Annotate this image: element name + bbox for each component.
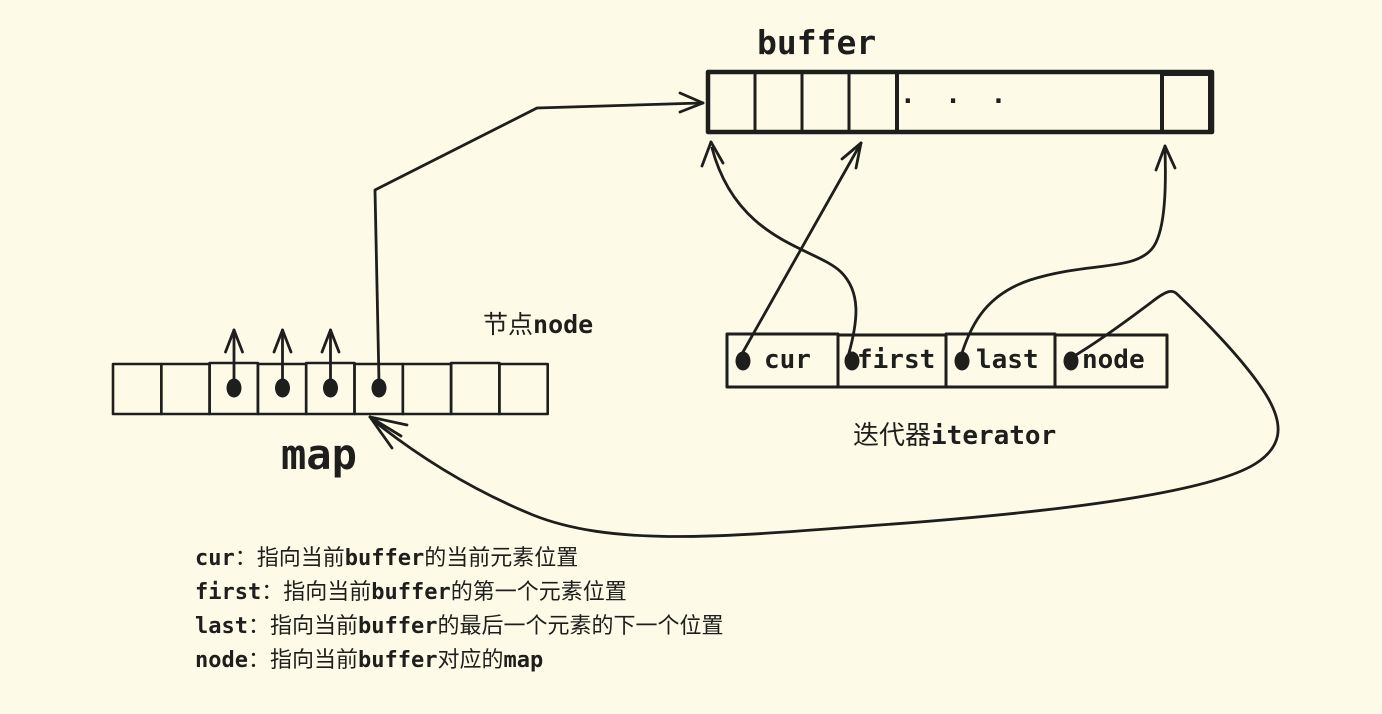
map-node-annotation-cn: 节点	[483, 310, 534, 339]
map-up-arrow	[224, 328, 244, 382]
note-segment: first	[195, 580, 262, 605]
map-cell	[111, 362, 163, 416]
map-cell	[304, 361, 356, 416]
iterator-field-first-label: first	[857, 345, 936, 375]
note-segment: map	[503, 648, 544, 673]
note-segment: last	[195, 614, 248, 639]
note-segment: ：指向当前	[247, 648, 358, 673]
map-label: map	[281, 430, 357, 479]
note-segment: 的最后一个元素的下一个位置	[437, 614, 724, 639]
note-line: cur：指向当前buffer的当前元素位置	[195, 541, 724, 575]
pointer-dot	[226, 378, 242, 398]
map-node-annotation-code: node	[533, 310, 594, 339]
map-up-arrows	[224, 328, 341, 382]
pointer-dot	[954, 351, 970, 371]
note-segment: ：指向当前	[234, 546, 345, 571]
cur-arrow	[741, 141, 863, 354]
note-segment: ：指向当前	[247, 614, 358, 639]
note-segment: buffer	[344, 546, 425, 571]
note-segment: buffer	[358, 648, 438, 673]
note-segment: node	[195, 648, 248, 673]
iterator-annotation-cn: 迭代器	[853, 421, 932, 451]
iterator-annotation: 迭代器iterator	[853, 423, 1056, 449]
map-up-arrow	[272, 328, 293, 382]
pointer-dot	[275, 378, 290, 398]
note-line: first：指向当前buffer的第一个元素位置	[195, 575, 724, 609]
note-segment: 对应的	[437, 648, 504, 673]
note-segment: cur	[195, 546, 235, 571]
iterator-annotation-code: iterator	[931, 421, 1057, 451]
last-arrow	[960, 144, 1177, 355]
note-segment: 的第一个元素位置	[450, 580, 627, 605]
iterator-field-cur-label: cur	[764, 345, 811, 375]
pointer-dot	[323, 378, 338, 398]
buffer-label: buffer	[757, 23, 877, 62]
note-segment: buffer	[371, 580, 451, 605]
first-arrow	[700, 140, 858, 355]
note-segment: ：指向当前	[261, 580, 372, 605]
map-cell	[449, 361, 501, 416]
map-cell	[208, 361, 260, 416]
map-cell	[160, 362, 211, 416]
map-cell	[401, 362, 453, 416]
map-cell	[256, 362, 308, 416]
map-cell	[353, 362, 405, 416]
pointer-dot	[371, 378, 387, 398]
map-up-arrow	[320, 328, 341, 382]
buffer-last-cell	[1160, 72, 1212, 134]
note-segment: 的当前元素位置	[424, 546, 579, 571]
iterator-field-node-label: node	[1082, 345, 1145, 375]
note-segment: buffer	[358, 614, 438, 639]
iterator-field-last-label: last	[976, 345, 1039, 375]
map-pointer-dots	[226, 378, 387, 398]
pointer-dot	[735, 351, 751, 371]
buffer-ellipsis: . . .	[900, 80, 1014, 110]
map-array	[111, 361, 549, 416]
map-node-annotation: 节点node	[483, 312, 593, 338]
map-cell	[498, 362, 549, 416]
note-line: last：指向当前buffer的最后一个元素的下一个位置	[195, 609, 724, 643]
note-line: node：指向当前buffer对应的map	[195, 643, 724, 677]
pointer-dot	[1063, 351, 1079, 371]
